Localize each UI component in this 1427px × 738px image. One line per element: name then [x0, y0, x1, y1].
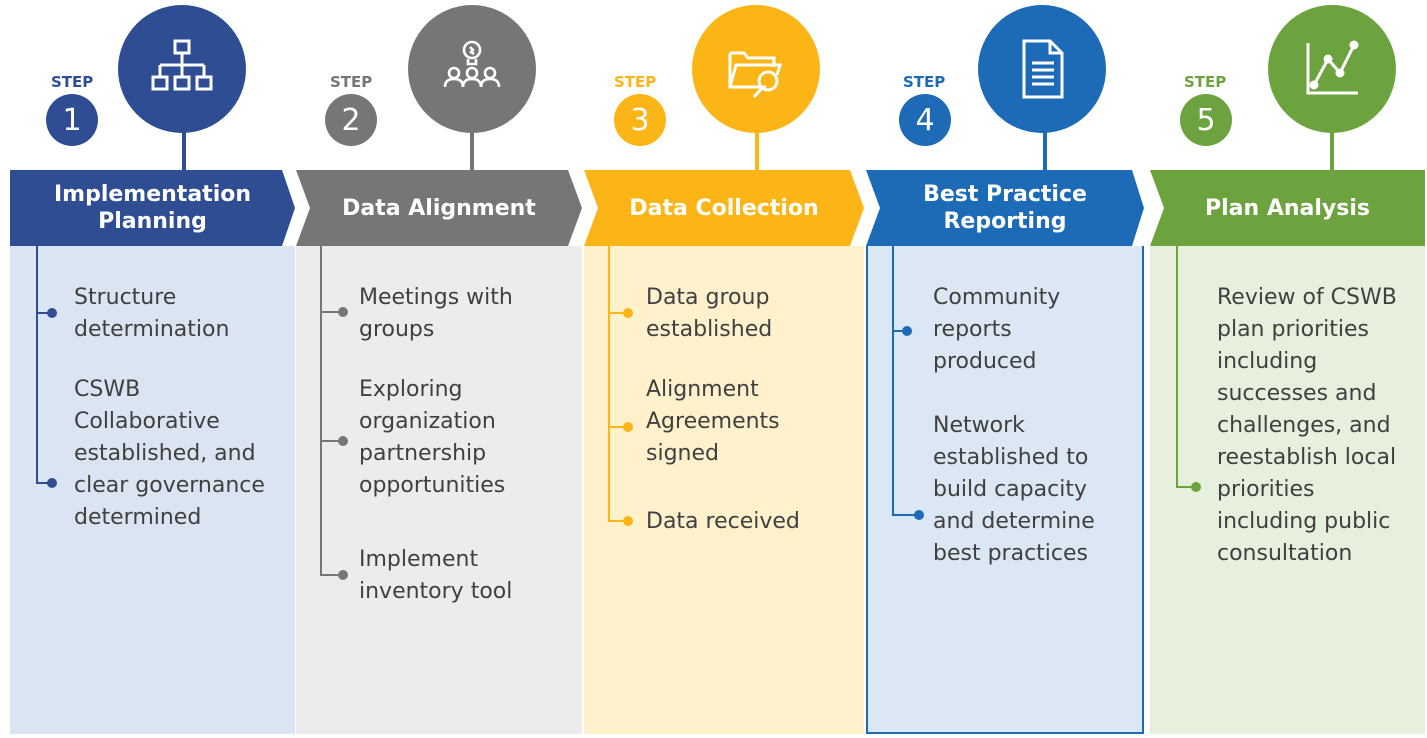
- step-2: STEP 2 Data Alignment Meetings with grou…: [296, 0, 582, 738]
- document-icon: [1022, 39, 1064, 99]
- step-5-dot-1: [1191, 482, 1201, 492]
- step-3-panel: [584, 246, 864, 734]
- step-4-dot-2: [914, 510, 924, 520]
- step-3-dot-2: [623, 422, 633, 432]
- folder-search-icon: [728, 51, 783, 98]
- step-2-number: 2: [325, 94, 377, 146]
- step-3-dot-3: [623, 516, 633, 526]
- step-1-dot-1: [47, 308, 57, 318]
- step-2-bullet-line: [320, 246, 322, 576]
- step-5-bullet-line: [1176, 246, 1178, 488]
- org-chart-icon: [151, 39, 213, 91]
- step-2-item-2: Exploring organization partnership oppor…: [359, 377, 506, 498]
- step-5-icon-circle: [1268, 5, 1396, 133]
- step-3-branch-2: [608, 426, 624, 428]
- step-2-dot-2: [338, 436, 348, 446]
- step-1-item-1: Structure determination: [74, 285, 230, 342]
- step-2-icon-circle: [408, 5, 536, 133]
- step-3-dot-1: [623, 308, 633, 318]
- step-3-connector: [755, 130, 759, 172]
- step-4-panel: [866, 246, 1144, 734]
- step-3-title: Data Collection: [629, 195, 819, 221]
- step-4-bullet-line: [892, 246, 894, 516]
- step-1-title: Implementation Planning: [53, 182, 252, 234]
- step-2-item-3: Implement inventory tool: [359, 547, 513, 604]
- step-2-label: STEP: [330, 73, 373, 91]
- step-4-dot-1: [902, 326, 912, 336]
- step-3-bullet-line: [608, 246, 610, 522]
- step-1-item-2: CSWB Collaborative established, and clea…: [74, 377, 265, 530]
- step-5: STEP 5 Plan Analysis Review of CSWB plan…: [1150, 0, 1425, 738]
- step-5-title: Plan Analysis: [1205, 195, 1370, 221]
- step-1-branch-2: [36, 482, 50, 484]
- step-4-item-1: Community reports produced: [933, 285, 1061, 374]
- step-1-bullet-line: [36, 246, 38, 484]
- step-4-title: Best Practice Reporting: [923, 182, 1087, 234]
- step-4-title-banner: Best Practice Reporting: [866, 170, 1144, 246]
- step-1-title-banner: Implementation Planning: [10, 170, 295, 246]
- step-1-number: 1: [46, 94, 98, 146]
- step-3-number: 3: [614, 94, 666, 146]
- step-4-icon-circle: [978, 5, 1106, 133]
- step-1-icon-circle: [118, 5, 246, 133]
- step-1-label: STEP: [51, 73, 94, 91]
- step-2-branch-3: [320, 574, 340, 576]
- step-2-title-banner: Data Alignment: [296, 170, 582, 246]
- step-4-branch-1: [892, 330, 906, 332]
- step-4-label: STEP: [903, 73, 946, 91]
- step-2-item-1: Meetings with groups: [359, 285, 513, 342]
- step-2-dot-3: [338, 570, 348, 580]
- step-1-branch-1: [36, 312, 50, 314]
- step-2-connector: [470, 130, 474, 172]
- step-4-number: 4: [899, 94, 951, 146]
- step-2-panel: [296, 246, 582, 734]
- step-2-dot-1: [338, 307, 348, 317]
- step-5-connector: [1330, 130, 1334, 172]
- step-2-branch-2: [320, 440, 340, 442]
- step-4-connector: [1043, 130, 1047, 172]
- step-3-title-banner: Data Collection: [584, 170, 864, 246]
- step-5-title-banner: Plan Analysis: [1150, 170, 1425, 246]
- step-1-panel: [10, 246, 295, 734]
- step-3-item-3: Data received: [646, 509, 800, 534]
- step-1-connector: [182, 130, 186, 172]
- step-3-label: STEP: [614, 73, 657, 91]
- step-2-branch-1: [320, 311, 340, 313]
- step-5-label: STEP: [1184, 73, 1227, 91]
- step-2-title: Data Alignment: [342, 195, 536, 221]
- team-lightbulb-icon: [443, 40, 501, 88]
- step-1: STEP 1 Implementation Planning Structure…: [10, 0, 295, 738]
- step-4-branch-2: [892, 514, 918, 516]
- step-5-branch-1: [1176, 486, 1194, 488]
- step-4: STEP 4 Best Practice Reporting Community…: [866, 0, 1144, 738]
- step-1-dot-2: [47, 478, 57, 488]
- line-chart-icon: [1306, 40, 1359, 95]
- step-4-item-2: Network established to build capacity an…: [933, 413, 1095, 566]
- step-3: STEP 3 Data Collection Data group establ…: [584, 0, 864, 738]
- step-5-number: 5: [1180, 94, 1232, 146]
- step-3-branch-3: [608, 520, 624, 522]
- step-3-item-1: Data group established: [646, 285, 773, 342]
- step-3-branch-1: [608, 312, 624, 314]
- step-5-item-1: Review of CSWB plan priorities including…: [1217, 285, 1397, 566]
- step-3-item-2: Alignment Agreements signed: [646, 377, 780, 466]
- step-3-icon-circle: [692, 5, 820, 133]
